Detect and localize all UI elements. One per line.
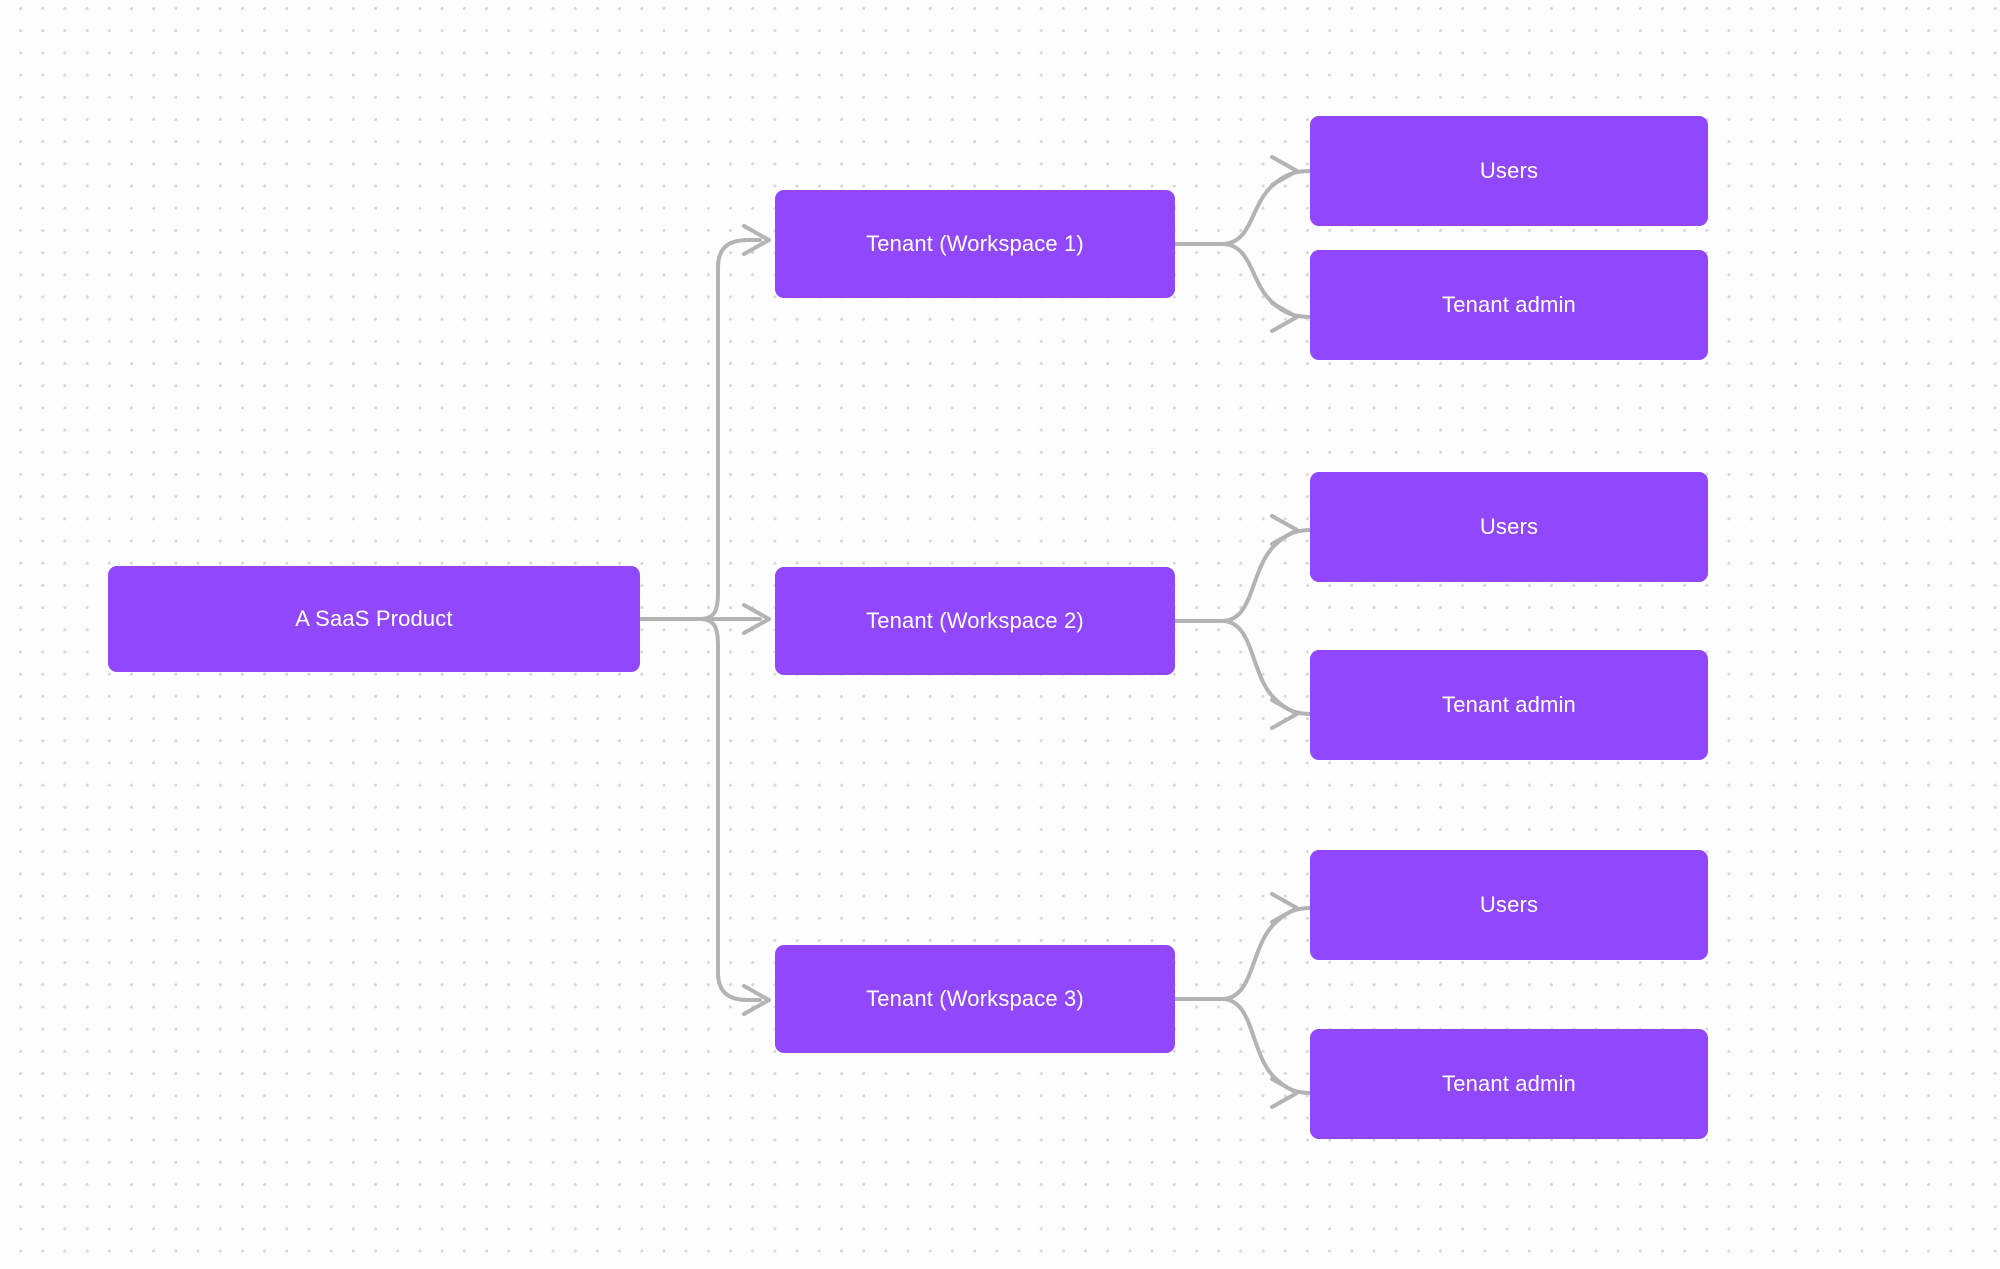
arrowhead-root-to-workspace-2 [742,603,771,635]
edge-ws2-to-admin [1220,619,1314,716]
arrowhead-root-to-workspace-3 [742,984,771,1016]
node-users-3[interactable]: Users [1310,850,1708,960]
node-tenant-workspace-1[interactable]: Tenant (Workspace 1) [775,190,1175,298]
edge-root-to-workspace-3 [698,617,762,1002]
arrowhead-ws3-to-admin [1270,1077,1299,1109]
node-tenant-admin-3-label: Tenant admin [1442,1071,1576,1097]
node-tenant-admin-1-label: Tenant admin [1442,292,1576,318]
edge-ws3-to-users [1220,906,1314,1001]
arrowhead-ws2-to-admin [1270,698,1299,730]
edge-ws3-to-admin [1220,997,1314,1095]
arrowhead-ws2-to-users [1270,514,1299,546]
node-tenant-workspace-3-label: Tenant (Workspace 3) [866,986,1084,1012]
edge-ws1-to-admin [1220,242,1314,319]
node-saas-product-label: A SaaS Product [295,606,453,632]
node-users-3-label: Users [1479,892,1539,918]
arrowhead-ws1-to-users [1270,155,1299,187]
node-users-1-label: Users [1479,158,1539,184]
arrowhead-ws3-to-users [1270,892,1299,924]
node-tenant-admin-1[interactable]: Tenant admin [1310,250,1708,360]
node-tenant-admin-2[interactable]: Tenant admin [1310,650,1708,760]
node-tenant-workspace-1-label: Tenant (Workspace 1) [866,231,1084,257]
node-tenant-workspace-3[interactable]: Tenant (Workspace 3) [775,945,1175,1053]
arrowhead-root-to-workspace-1 [742,224,771,256]
node-tenant-admin-2-label: Tenant admin [1442,692,1576,718]
edge-ws1-to-users [1220,169,1314,246]
edge-root-to-workspace-1 [698,238,762,621]
edge-ws2-to-users [1220,528,1314,623]
node-tenant-workspace-2[interactable]: Tenant (Workspace 2) [775,567,1175,675]
node-tenant-workspace-2-label: Tenant (Workspace 2) [866,608,1084,634]
node-tenant-admin-3[interactable]: Tenant admin [1310,1029,1708,1139]
node-users-2[interactable]: Users [1310,472,1708,582]
node-users-1[interactable]: Users [1310,116,1708,226]
arrowhead-ws1-to-admin [1270,301,1299,333]
node-users-2-label: Users [1479,514,1539,540]
node-saas-product[interactable]: A SaaS Product [108,566,640,672]
